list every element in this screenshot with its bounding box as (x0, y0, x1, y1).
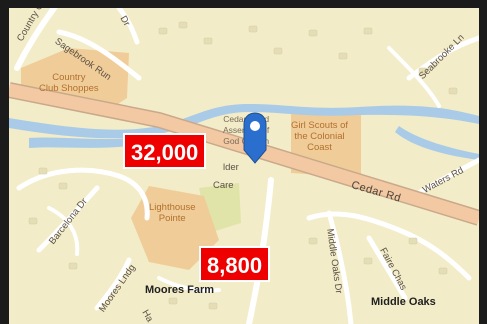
pond (29, 137, 129, 148)
label-lighthouse-pointe: Lighthouse Pointe (149, 202, 196, 224)
road-cul-de-sac-1 (157, 276, 221, 293)
label-care: Care (213, 180, 234, 191)
road-middle-oaks-loop (306, 211, 472, 281)
label-middle-oaks: Middle Oaks (371, 296, 436, 308)
label-country-club-shoppes: Country Club Shoppes (39, 72, 99, 94)
road-faire-chas (366, 235, 408, 301)
label-girl-scouts: Girl Scouts of the Colonial Coast (291, 120, 349, 153)
stream (395, 126, 479, 160)
map-basemap (9, 8, 479, 324)
road-sagebrook-run (56, 29, 142, 81)
road-middle-oaks-dr (326, 210, 354, 324)
road-country-club (14, 8, 58, 71)
map-view[interactable]: Country C Sagebrook Run Dr Country Club … (9, 8, 479, 324)
cedar-rd-fill (9, 83, 479, 225)
lighthouse-pointe-area (131, 186, 219, 270)
road-west-loop (16, 167, 150, 221)
map-marker-icon[interactable] (243, 112, 267, 164)
road-dr-top (116, 8, 140, 45)
traffic-count-north-south-road: 8,800 (199, 246, 271, 282)
road-barcelona-dr (36, 185, 100, 253)
traffic-count-cedar-rd: 32,000 (123, 133, 207, 169)
label-lider: lder (223, 162, 239, 173)
road-moores-lndg (94, 257, 132, 311)
road-east-loop (387, 46, 441, 108)
road-cul-de-sac-2 (47, 206, 80, 256)
label-moores-farm: Moores Farm (145, 284, 215, 296)
river (9, 104, 479, 139)
